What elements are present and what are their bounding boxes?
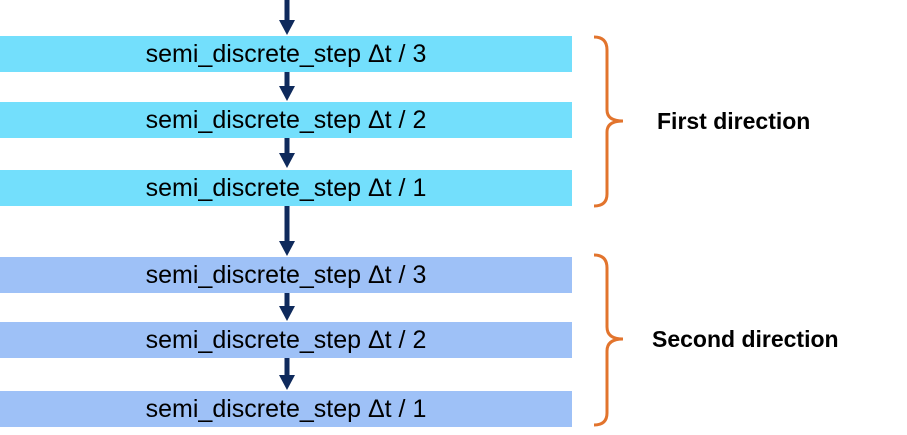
first-direction-bracket <box>593 35 624 208</box>
arrow-5-to-6 <box>279 357 295 390</box>
second-direction-label: Second direction <box>652 326 839 352</box>
arrow-group-transition <box>279 205 295 256</box>
step-label: semi_discrete_step Δt / 2 <box>145 325 427 354</box>
step-box-first-dt1: semi_discrete_step Δt / 1 <box>0 170 572 206</box>
arrow-2-to-3 <box>279 137 295 168</box>
arrow-1-to-2 <box>279 71 295 101</box>
arrow-4-to-5 <box>279 292 295 321</box>
step-box-first-dt2: semi_discrete_step Δt / 2 <box>0 102 572 138</box>
step-box-first-dt3: semi_discrete_step Δt / 3 <box>0 36 572 72</box>
step-box-second-dt2: semi_discrete_step Δt / 2 <box>0 322 572 358</box>
step-box-second-dt1: semi_discrete_step Δt / 1 <box>0 391 572 427</box>
step-box-second-dt3: semi_discrete_step Δt / 3 <box>0 257 572 293</box>
first-direction-label: First direction <box>657 108 811 134</box>
second-direction-bracket <box>593 253 624 427</box>
step-label: semi_discrete_step Δt / 2 <box>145 105 427 134</box>
arrow-entry <box>279 0 295 35</box>
step-label: semi_discrete_step Δt / 3 <box>145 260 427 289</box>
step-label: semi_discrete_step Δt / 1 <box>145 394 427 423</box>
step-label: semi_discrete_step Δt / 1 <box>145 173 427 202</box>
step-label: semi_discrete_step Δt / 3 <box>145 39 427 68</box>
